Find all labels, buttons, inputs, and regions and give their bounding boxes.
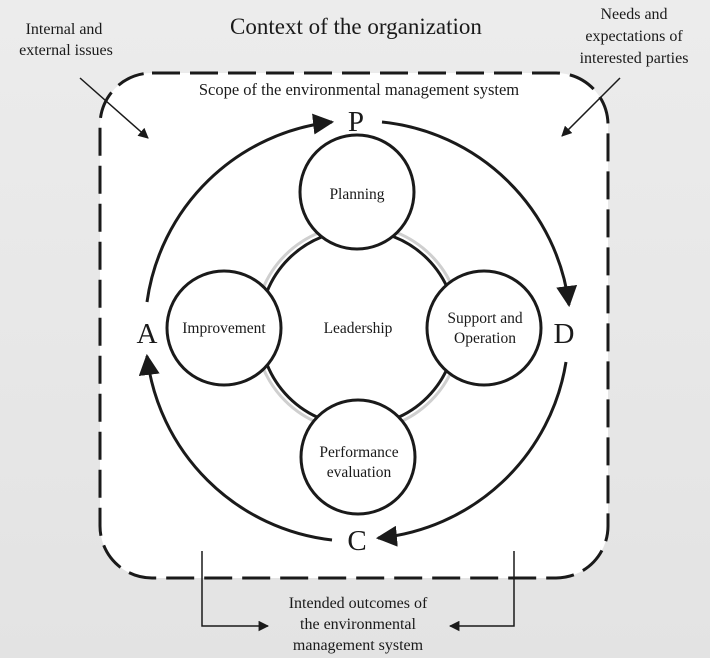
input-right-line1: Needs and — [600, 6, 667, 23]
arc-d-to-c — [375, 361, 568, 547]
arc-c-to-a — [138, 353, 333, 542]
outcome-line2: the environmental — [300, 616, 417, 633]
cycle-letter-d: D — [554, 318, 575, 350]
input-left-arrow — [79, 77, 149, 139]
support-operation-circle — [425, 269, 543, 387]
cycle-letter-p: P — [348, 106, 364, 138]
arc-a-to-p — [145, 113, 335, 303]
improvement-circle — [165, 269, 283, 387]
input-right-line3: interested parties — [580, 50, 689, 67]
arc-p-to-d — [381, 120, 578, 308]
input-left-line2: external issues — [19, 42, 113, 59]
scope-label: Scope of the environmental management sy… — [199, 80, 519, 99]
diagram-title: Context of the organization — [230, 14, 482, 39]
support-label-line2: Operation — [454, 330, 516, 347]
center-label: Leadership — [324, 320, 393, 337]
outcome-line3: management system — [293, 637, 424, 654]
cycle-letter-a: A — [137, 318, 158, 350]
support-label-line1: Support and — [447, 310, 523, 327]
planning-label: Planning — [329, 186, 384, 203]
input-left-line1: Internal and — [26, 21, 103, 38]
input-right-arrow — [561, 77, 621, 137]
outcome-left-connector — [201, 551, 270, 632]
outcome-right-connector — [448, 551, 515, 632]
planning-circle — [298, 133, 416, 251]
improvement-label: Improvement — [182, 320, 266, 337]
performance-label-line1: Performance — [319, 444, 398, 461]
performance-label-line2: evaluation — [327, 464, 392, 481]
input-right-line2: expectations of — [585, 28, 683, 45]
outcome-line1: Intended outcomes of — [289, 595, 428, 612]
performance-evaluation-circle — [299, 398, 417, 516]
cycle-letter-c: C — [347, 525, 366, 557]
